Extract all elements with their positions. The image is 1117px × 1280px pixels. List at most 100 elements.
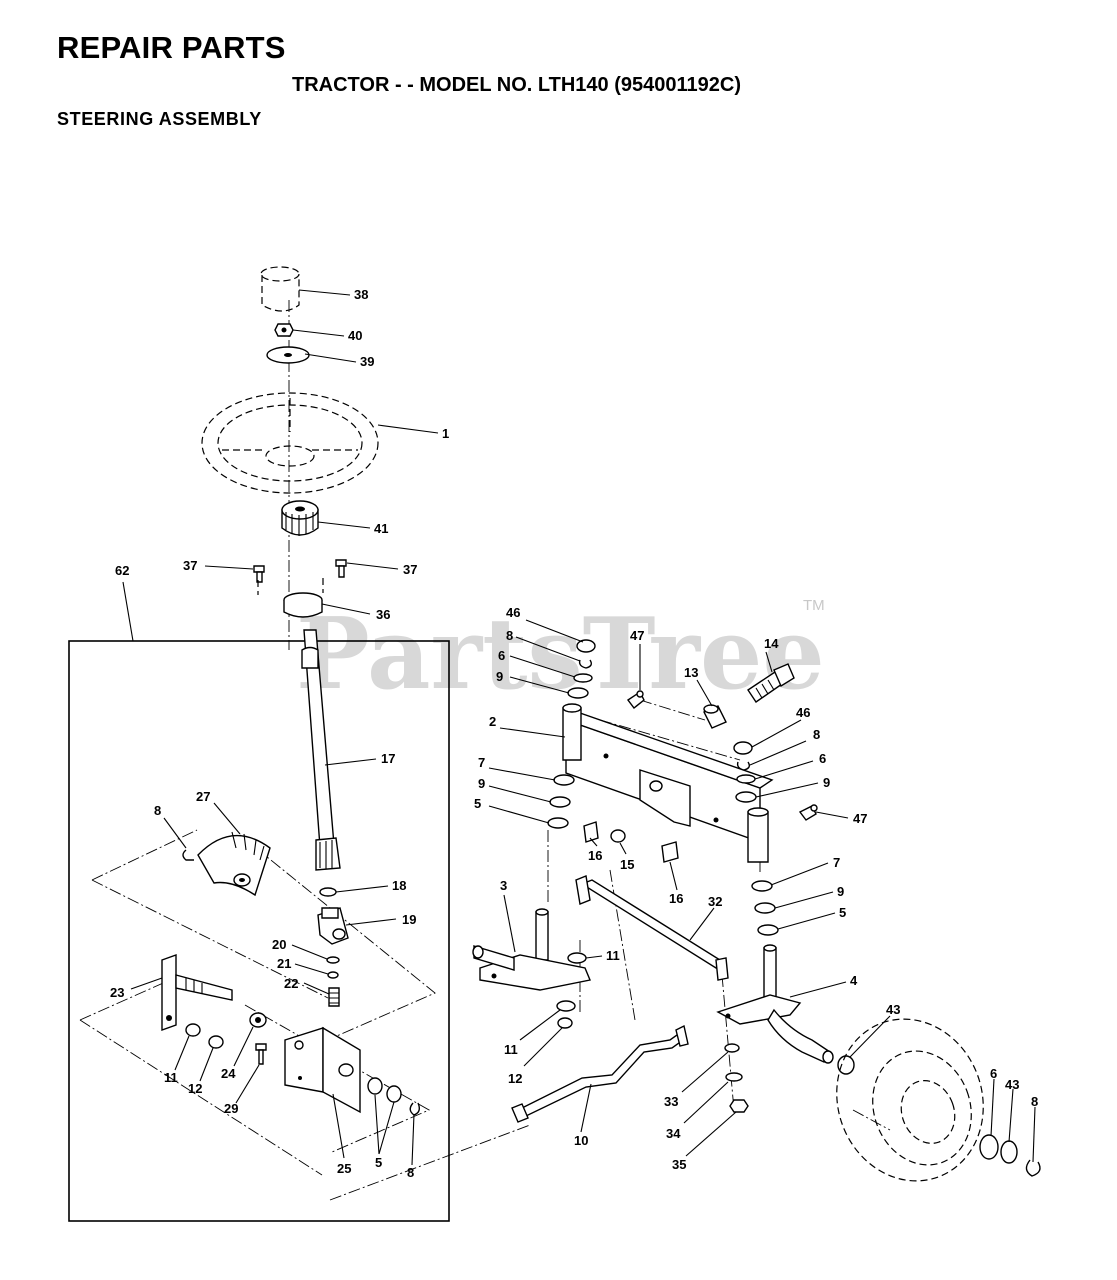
page-title: REPAIR PARTS [57, 30, 286, 65]
callout-62: 62 [115, 563, 129, 578]
front-wheel [836, 1018, 984, 1182]
callout-5-inset: 5 [375, 1155, 382, 1170]
callout-37-left: 37 [183, 558, 197, 573]
bushing-24 [249, 1012, 267, 1028]
callout-22: 22 [284, 976, 298, 991]
callout-5-right: 5 [839, 905, 846, 920]
callout-24: 24 [221, 1066, 236, 1081]
washer-6-left [573, 673, 593, 683]
callout-12-inset: 12 [188, 1081, 202, 1096]
leader-lines [122, 289, 1036, 1166]
bushing-16-left [583, 821, 599, 843]
washer-43-spindle [837, 1055, 855, 1075]
wheel-hub-41 [281, 500, 319, 536]
callout-23: 23 [110, 985, 124, 1000]
bolt-22 [328, 987, 340, 1007]
callout-43-outer: 43 [1005, 1077, 1019, 1092]
callout-8-left: 8 [506, 628, 513, 643]
washer-43-outer [1000, 1140, 1018, 1164]
callout-15: 15 [620, 857, 634, 872]
washer-9-left [567, 687, 589, 699]
drag-link-10 [511, 1024, 689, 1123]
callout-41: 41 [374, 521, 388, 536]
washer-6-outer [979, 1134, 999, 1160]
callout-2: 2 [489, 714, 496, 729]
inset-box-62 [68, 640, 450, 1222]
callout-39: 39 [360, 354, 374, 369]
callout-8-right: 8 [813, 727, 820, 742]
washer-11-left-spindle [567, 952, 587, 964]
callout-17: 17 [381, 751, 395, 766]
callout-40: 40 [348, 328, 362, 343]
callout-labels: 38 40 39 1 41 37 37 36 62 17 27 8 18 19 … [110, 287, 1038, 1180]
bolt-29 [255, 1043, 267, 1065]
pivot-bolt-14 [747, 663, 795, 703]
callout-18: 18 [392, 878, 406, 893]
spacer-13 [703, 704, 727, 729]
callout-43-spindle: 43 [886, 1002, 900, 1017]
washer-11-inset [185, 1023, 201, 1037]
lockwasher-21 [327, 971, 339, 979]
callout-11-below: 11 [504, 1042, 518, 1057]
pinion-shaft-23 [161, 954, 233, 1031]
washer-6-right [736, 774, 756, 784]
callout-6-left: 6 [498, 648, 505, 663]
callout-47-left: 47 [630, 628, 644, 643]
bushing-16-right [661, 841, 679, 863]
callout-12-below: 12 [508, 1071, 522, 1086]
steering-block-19 [317, 907, 349, 945]
callout-1: 1 [442, 426, 449, 441]
callout-32: 32 [708, 894, 722, 909]
callout-8-inset: 8 [154, 803, 161, 818]
clip-8-right [736, 761, 751, 771]
clip-8-outer [1025, 1159, 1041, 1177]
callout-7-left: 7 [478, 755, 485, 770]
washer-34 [725, 1072, 743, 1082]
washer-39 [266, 346, 310, 364]
grease-fitting-47-right [798, 804, 818, 821]
watermark: PartsTree [296, 597, 825, 712]
watermark-trademark: TM [803, 597, 825, 614]
callout-46-left: 46 [506, 605, 520, 620]
callout-35: 35 [672, 1157, 686, 1172]
callout-8-inset-b: 8 [407, 1165, 414, 1180]
washer-20 [326, 956, 340, 964]
callout-11-inset: 11 [164, 1070, 178, 1085]
washer-5-left [547, 817, 569, 829]
cap-46-left [576, 639, 596, 653]
adapter-36 [257, 578, 324, 618]
callout-47-right: 47 [853, 811, 867, 826]
cap-46-right [733, 741, 753, 755]
callout-11-spindle: 11 [606, 948, 620, 963]
callout-13: 13 [684, 665, 698, 680]
callout-46-right: 46 [796, 705, 810, 720]
callout-6-right: 6 [819, 751, 826, 766]
callout-10: 10 [574, 1133, 588, 1148]
grease-fitting-47-left [626, 690, 645, 709]
callout-33: 33 [664, 1094, 678, 1109]
nut-12-below [557, 1017, 573, 1029]
washer-11-below [556, 1000, 576, 1012]
callout-8-outer: 8 [1031, 1094, 1038, 1109]
callout-36: 36 [376, 607, 390, 622]
callout-6-outer: 6 [990, 1066, 997, 1081]
sector-gear-27 [197, 831, 271, 897]
callout-20: 20 [272, 937, 286, 952]
callout-9-right: 9 [823, 775, 830, 790]
callout-16-left: 16 [588, 848, 602, 863]
bolt-37-left [253, 565, 265, 583]
washer-5-inset-b [386, 1085, 402, 1103]
washer-7-right [751, 880, 773, 892]
callout-25: 25 [337, 1161, 351, 1176]
steering-wheel-1 [201, 392, 379, 494]
callout-3: 3 [500, 878, 507, 893]
callout-9-left-b: 9 [478, 776, 485, 791]
steering-cap-38 [260, 266, 300, 312]
nut-35 [729, 1099, 749, 1113]
callout-37-right: 37 [403, 562, 417, 577]
nut-15 [610, 829, 626, 843]
washer-5-right [757, 924, 779, 936]
steering-shaft-17 [301, 629, 341, 871]
washer-9-left-b [549, 796, 571, 808]
